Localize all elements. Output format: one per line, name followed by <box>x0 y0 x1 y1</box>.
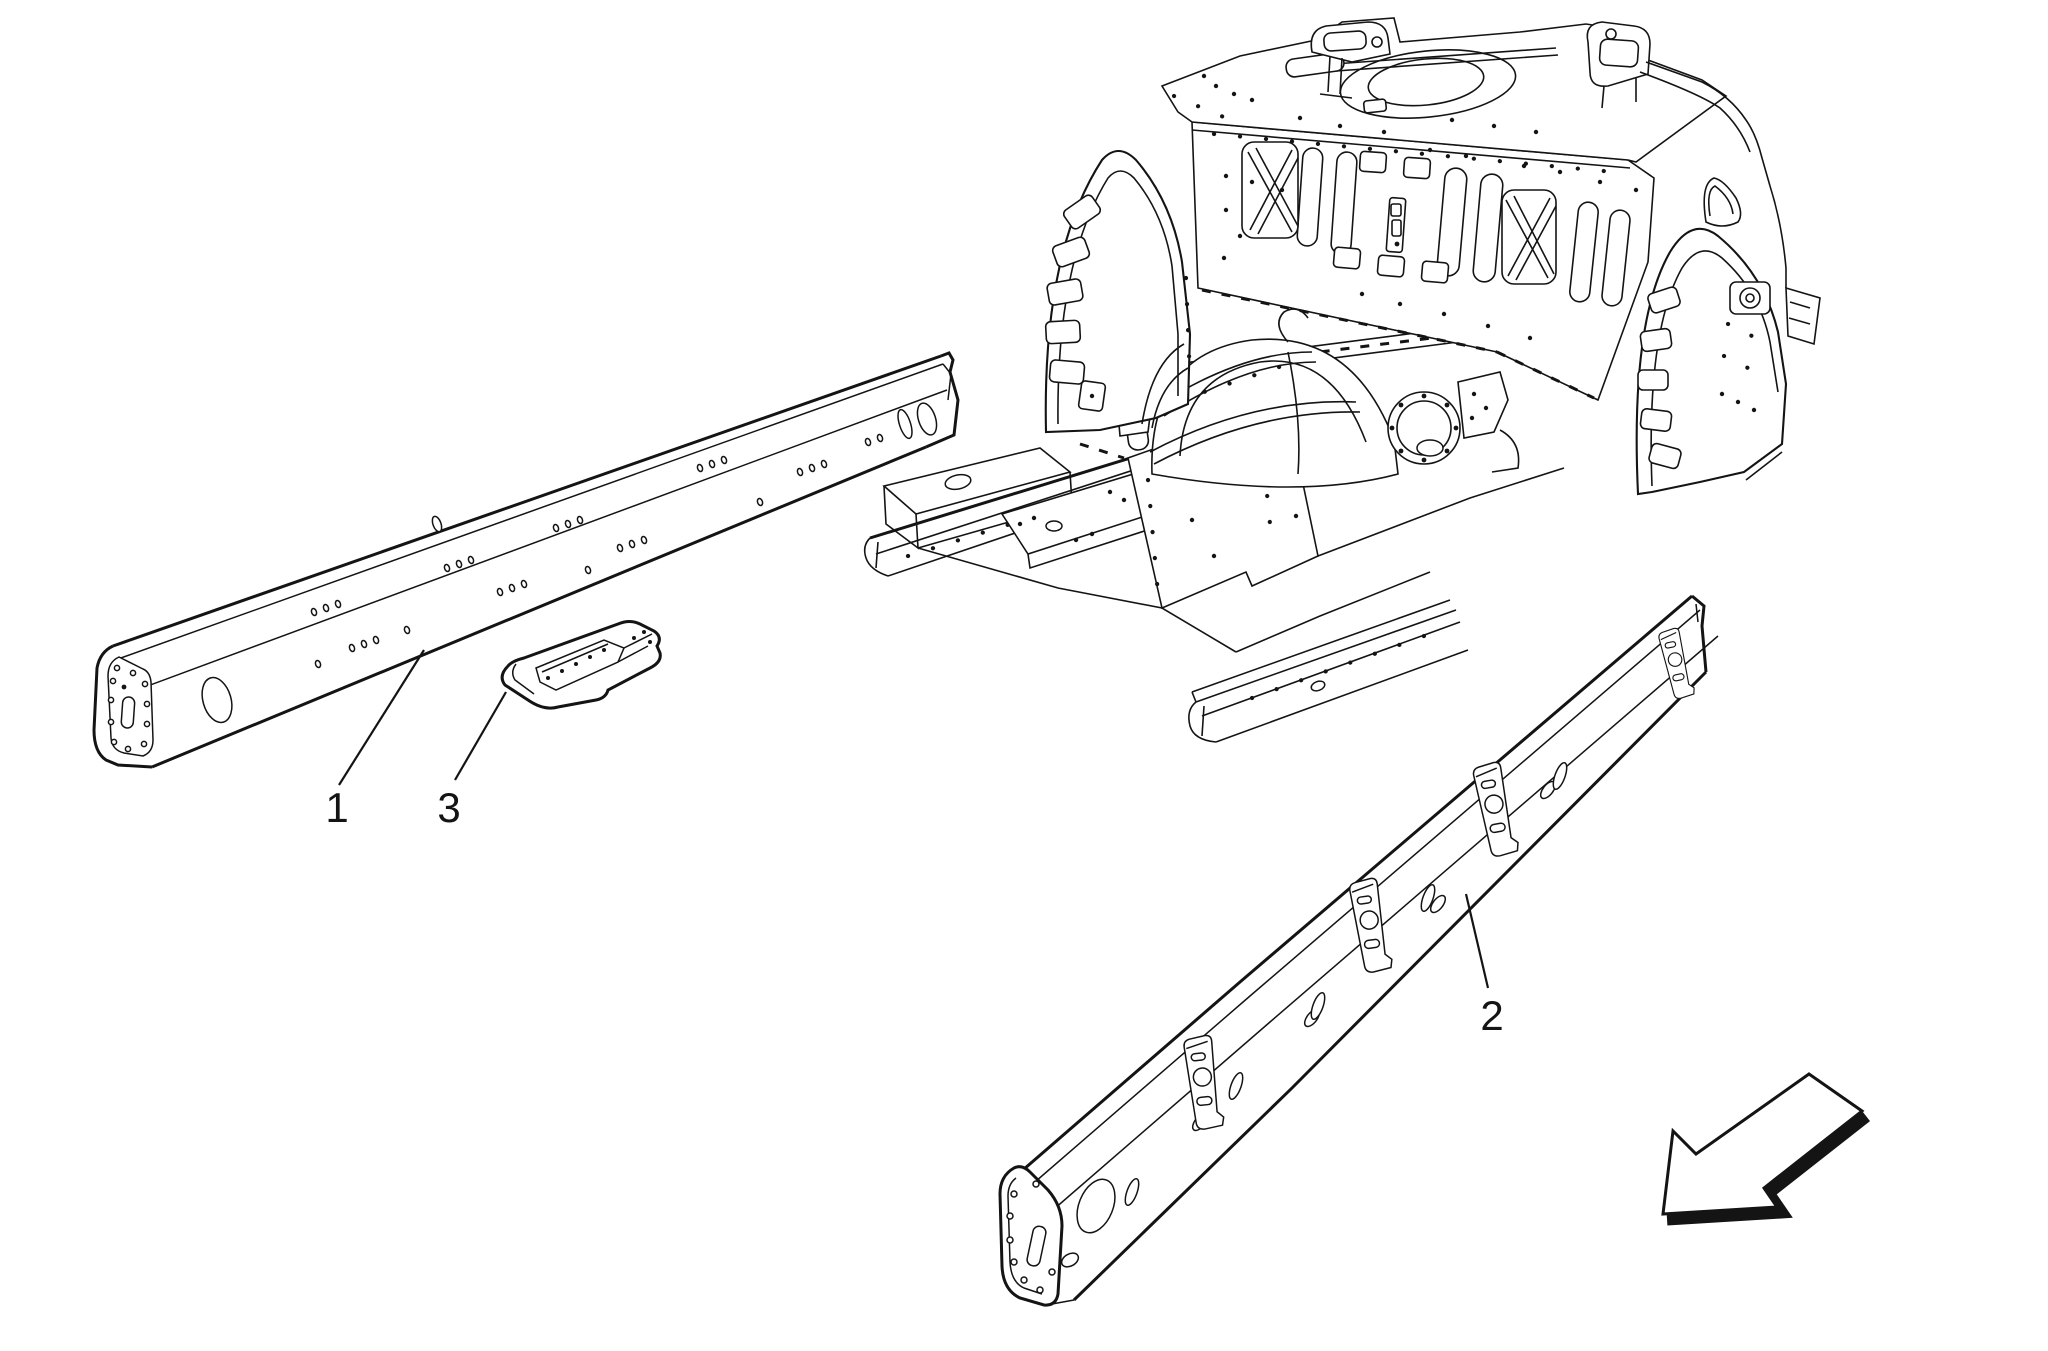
quarter-panel-right <box>1635 61 1821 496</box>
callout-1-label[interactable]: 1 <box>325 784 348 831</box>
rail2-mounting-clips <box>1182 626 1697 1132</box>
callout-3[interactable]: 3 <box>437 691 507 831</box>
rail2-lower-slots <box>1124 761 1568 1207</box>
floor-rail-right <box>1188 599 1469 743</box>
wheel-arch-right <box>1635 227 1788 496</box>
rail2-end-cap-left <box>998 1165 1064 1307</box>
x-brace-right <box>1501 189 1557 285</box>
callout-3-label[interactable]: 3 <box>437 784 460 831</box>
rail1-end-cap-left <box>92 644 154 769</box>
car-body-rear-assembly <box>863 17 1821 743</box>
latch-striker <box>1385 196 1407 254</box>
sail-window-cutout <box>1703 177 1742 227</box>
callout-2[interactable]: 2 <box>1464 893 1504 1039</box>
differential-tunnel-hump <box>1113 308 1520 488</box>
callout-1-leader-line <box>338 649 425 786</box>
wheel-arch-left <box>1044 149 1193 434</box>
callout-2-leader-line <box>1464 893 1490 989</box>
rail1-rivet-holes <box>310 433 884 669</box>
hinge-bracket-left <box>1310 21 1391 99</box>
direction-arrow-icon <box>1661 1072 1871 1226</box>
x-brace-left <box>1241 141 1299 239</box>
sill-rail-part-2 <box>998 594 1719 1307</box>
sill-rail-part-1 <box>92 351 960 769</box>
callout-3-leader-line <box>454 691 507 781</box>
mounting-bracket-part-3 <box>500 620 662 710</box>
callout-1[interactable]: 1 <box>325 649 425 831</box>
callout-2-label[interactable]: 2 <box>1480 992 1503 1039</box>
hinge-bracket-right <box>1586 21 1651 109</box>
rear-bulkhead-panel <box>1191 121 1655 402</box>
parcel-shelf <box>1160 17 1728 163</box>
final-drive-flange <box>1387 391 1461 465</box>
